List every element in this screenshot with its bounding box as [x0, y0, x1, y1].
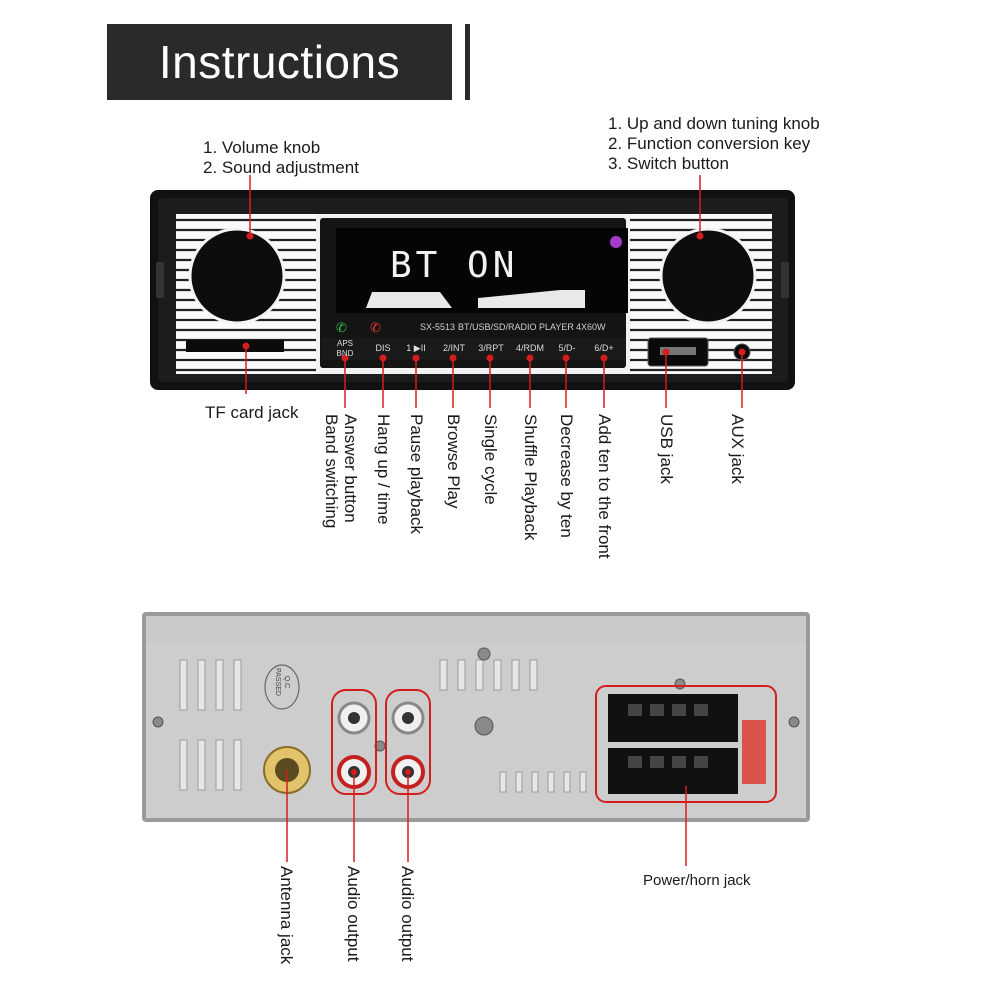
tuning-knob-label: 1. Up and down tuning knob [608, 114, 820, 133]
power-rating: 4X60W [576, 322, 606, 332]
button-4-rdm[interactable]: 4/RDM [515, 343, 544, 353]
add-ten-label: Add ten to the front [595, 414, 614, 559]
audio-output-label-1: Audio output [344, 866, 363, 962]
single-cycle-label: Single cycle [481, 414, 500, 505]
button-dis[interactable]: DIS [375, 343, 391, 353]
button-3-rpt[interactable]: 3/RPT [478, 343, 504, 353]
volume-knob-label: 1. Volume knob [203, 138, 321, 157]
svg-text:✆: ✆ [370, 321, 381, 336]
shuffle-label: Shuffle Playback [521, 414, 540, 541]
browse-label: Browse Play [444, 414, 463, 509]
svg-text:✆: ✆ [336, 321, 347, 336]
player-label: BT/USB/SD/RADIO PLAYER [458, 322, 574, 332]
page-title: Instructions [158, 36, 401, 88]
usb-jack-label: USB jack [657, 414, 676, 484]
power-horn-jack-label: Power/horn jack [643, 872, 751, 889]
decrease-label: Decrease by ten [557, 414, 576, 538]
audio-output-label-2: Audio output [398, 866, 417, 962]
button-6-d-plus[interactable]: 6/D+ [594, 343, 614, 353]
sound-adjust-label: 2. Sound adjustment [203, 158, 359, 177]
button-2-int[interactable]: 2/INT [442, 343, 465, 353]
aux-jack-label: AUX jack [728, 414, 747, 484]
pause-label: Pause playback [407, 414, 426, 535]
title-banner: Instructions [107, 24, 452, 100]
button-5-d-minus[interactable]: 5/D- [558, 343, 576, 353]
lcd-display-text: BT ON [390, 245, 519, 286]
button-1-play-pause[interactable]: 1 ▶II [406, 343, 426, 353]
antenna-jack-label: Antenna jack [277, 866, 296, 965]
title-divider [465, 24, 470, 100]
model-label: SX-5513 [420, 322, 456, 332]
hangup-label: Hang up / time [374, 414, 393, 525]
switch-button-label: 3. Switch button [608, 154, 729, 173]
tf-card-label: TF card jack [205, 403, 299, 422]
function-key-label: 2. Function conversion key [608, 134, 811, 153]
